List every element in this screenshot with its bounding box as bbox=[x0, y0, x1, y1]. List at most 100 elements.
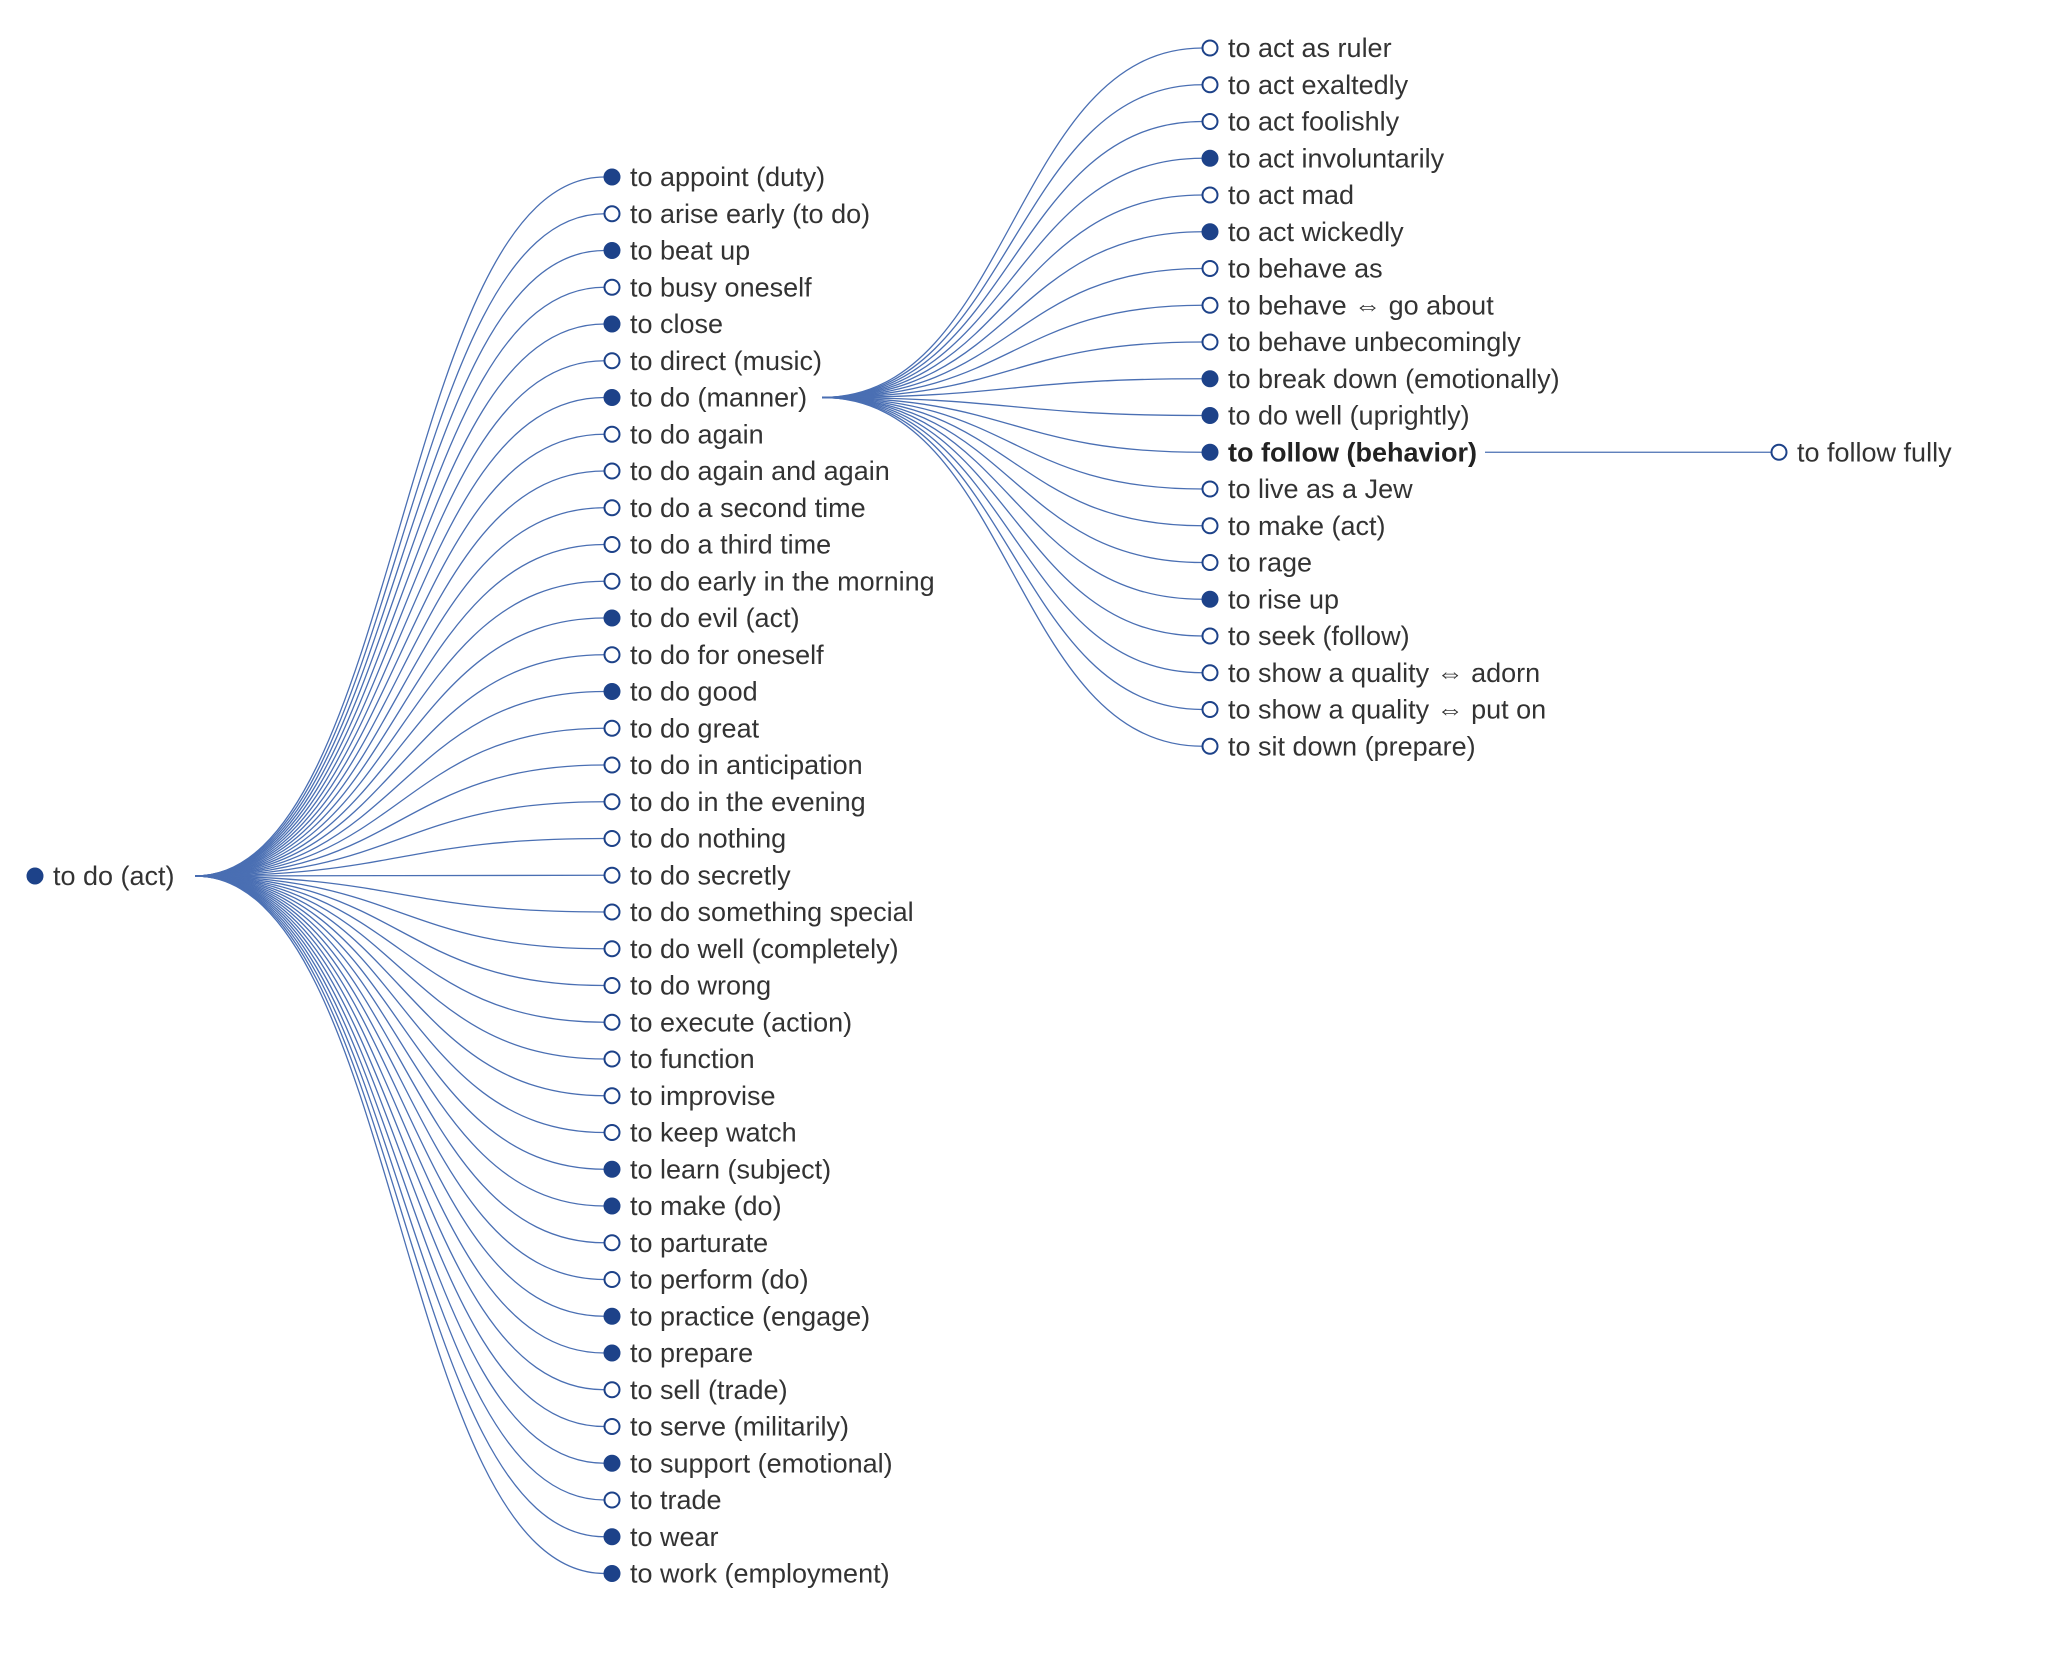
hollow-node-circle[interactable] bbox=[603, 205, 621, 223]
tree-node-to-beat-up[interactable]: to beat up bbox=[603, 236, 751, 266]
hollow-node-circle[interactable] bbox=[603, 352, 621, 370]
filled-node-circle[interactable] bbox=[1201, 443, 1219, 461]
tree-node-to-do-in-the-evening[interactable]: to do in the evening bbox=[603, 787, 866, 817]
tree-node-to-rise-up[interactable]: to rise up bbox=[1201, 584, 1340, 614]
tree-node-to-act-wickedly[interactable]: to act wickedly bbox=[1201, 217, 1405, 247]
hollow-node-circle[interactable] bbox=[1201, 186, 1219, 204]
tree-node-to-function[interactable]: to function bbox=[603, 1044, 755, 1074]
filled-node-circle[interactable] bbox=[26, 867, 44, 885]
tree-node-to-do-a-third-time[interactable]: to do a third time bbox=[603, 530, 832, 560]
tree-node-to-do-well-uprightly[interactable]: to do well (uprightly) bbox=[1201, 401, 1470, 431]
tree-node-to-do-good[interactable]: to do good bbox=[603, 677, 758, 707]
hollow-node-circle[interactable] bbox=[603, 866, 621, 884]
tree-node-to-busy-oneself[interactable]: to busy oneself bbox=[603, 272, 813, 302]
tree-node-to-seek-follow[interactable]: to seek (follow) bbox=[1201, 621, 1410, 651]
tree-node-to-act-foolishly[interactable]: to act foolishly bbox=[1201, 107, 1400, 137]
filled-node-circle[interactable] bbox=[1201, 370, 1219, 388]
tree-node-to-do-again-and-again[interactable]: to do again and again bbox=[603, 456, 890, 486]
filled-node-circle[interactable] bbox=[603, 1528, 621, 1546]
hollow-node-circle[interactable] bbox=[603, 1124, 621, 1141]
filled-node-circle[interactable] bbox=[1201, 223, 1219, 241]
hollow-node-circle[interactable] bbox=[1201, 480, 1219, 498]
tree-node-to-behave-and-go-about[interactable]: to behave ⇔ go about bbox=[1201, 290, 1495, 320]
filled-node-circle[interactable] bbox=[1201, 149, 1219, 167]
tree-node-to-show-a-quality-and-put-on[interactable]: to show a quality ⇔ put on bbox=[1201, 695, 1547, 725]
hollow-node-circle[interactable] bbox=[603, 903, 621, 921]
tree-node-to-act-mad[interactable]: to act mad bbox=[1201, 180, 1355, 210]
filled-node-circle[interactable] bbox=[603, 1197, 621, 1215]
filled-node-circle[interactable] bbox=[603, 1454, 621, 1472]
tree-node-to-arise-early-to-do[interactable]: to arise early (to do) bbox=[603, 199, 871, 229]
tree-node-to-practice-engage[interactable]: to practice (engage) bbox=[603, 1301, 871, 1331]
hollow-node-circle[interactable] bbox=[603, 1013, 621, 1031]
tree-node-to-do-act[interactable]: to do (act) bbox=[26, 861, 175, 891]
hollow-node-circle[interactable] bbox=[603, 756, 621, 774]
hollow-node-circle[interactable] bbox=[1770, 443, 1788, 461]
filled-node-circle[interactable] bbox=[603, 315, 621, 333]
tree-node-to-live-as-a-jew[interactable]: to live as a Jew bbox=[1201, 474, 1414, 504]
tree-node-to-show-a-quality-and-adorn[interactable]: to show a quality ⇔ adorn bbox=[1201, 658, 1541, 688]
hollow-node-circle[interactable] bbox=[1201, 517, 1219, 535]
tree-node-to-make-act[interactable]: to make (act) bbox=[1201, 511, 1386, 541]
tree-node-to-do-something-special[interactable]: to do something special bbox=[603, 897, 914, 927]
hollow-node-circle[interactable] bbox=[603, 1418, 621, 1435]
tree-node-to-perform-do[interactable]: to perform (do) bbox=[603, 1265, 809, 1295]
tree-node-to-do-wrong[interactable]: to do wrong bbox=[603, 971, 772, 1001]
tree-node-to-behave-unbecomingly[interactable]: to behave unbecomingly bbox=[1201, 327, 1522, 357]
tree-node-to-act-exaltedly[interactable]: to act exaltedly bbox=[1201, 70, 1409, 100]
hollow-node-circle[interactable] bbox=[1201, 627, 1219, 645]
tree-node-to-do-in-anticipation[interactable]: to do in anticipation bbox=[603, 750, 863, 780]
tree-node-to-serve-militarily[interactable]: to serve (militarily) bbox=[603, 1412, 850, 1442]
tree-node-to-do-a-second-time[interactable]: to do a second time bbox=[603, 493, 866, 523]
tree-node-to-do-for-oneself[interactable]: to do for oneself bbox=[603, 640, 825, 670]
hollow-node-circle[interactable] bbox=[1201, 701, 1219, 718]
tree-node-to-learn-subject[interactable]: to learn (subject) bbox=[603, 1154, 832, 1184]
filled-node-circle[interactable] bbox=[603, 1344, 621, 1362]
hollow-node-circle[interactable] bbox=[603, 793, 621, 811]
tree-node-to-make-do[interactable]: to make (do) bbox=[603, 1191, 782, 1221]
filled-node-circle[interactable] bbox=[603, 389, 621, 406]
hollow-node-circle[interactable] bbox=[1201, 76, 1219, 94]
tree-node-to-do-great[interactable]: to do great bbox=[603, 713, 760, 743]
filled-node-circle[interactable] bbox=[603, 168, 621, 186]
filled-node-circle[interactable] bbox=[603, 609, 621, 627]
tree-node-to-prepare[interactable]: to prepare bbox=[603, 1338, 754, 1368]
tree-node-to-keep-watch[interactable]: to keep watch bbox=[603, 1118, 797, 1148]
tree-node-to-trade[interactable]: to trade bbox=[603, 1485, 722, 1515]
hollow-node-circle[interactable] bbox=[603, 940, 621, 958]
tree-node-to-sit-down-prepare[interactable]: to sit down (prepare) bbox=[1201, 731, 1476, 761]
hollow-node-circle[interactable] bbox=[603, 719, 621, 737]
hollow-node-circle[interactable] bbox=[1201, 296, 1219, 314]
hollow-node-circle[interactable] bbox=[1201, 113, 1219, 130]
tree-node-to-follow-behavior[interactable]: to follow (behavior) bbox=[1201, 437, 1478, 467]
hollow-node-circle[interactable] bbox=[1201, 260, 1219, 277]
tree-node-to-execute-action[interactable]: to execute (action) bbox=[603, 1007, 853, 1037]
hollow-node-circle[interactable] bbox=[603, 1271, 621, 1288]
hollow-node-circle[interactable] bbox=[1201, 554, 1219, 571]
tree-node-to-do-manner[interactable]: to do (manner) bbox=[603, 383, 808, 413]
filled-node-circle[interactable] bbox=[1201, 590, 1219, 608]
hollow-node-circle[interactable] bbox=[603, 1087, 621, 1105]
tree-node-to-sell-trade[interactable]: to sell (trade) bbox=[603, 1375, 788, 1405]
hollow-node-circle[interactable] bbox=[1201, 333, 1219, 351]
tree-node-to-direct-music[interactable]: to direct (music) bbox=[603, 346, 823, 376]
tree-node-to-close[interactable]: to close bbox=[603, 309, 724, 339]
tree-node-to-behave-as[interactable]: to behave as bbox=[1201, 254, 1383, 284]
tree-node-to-do-early-in-the-morning[interactable]: to do early in the morning bbox=[603, 566, 935, 596]
filled-node-circle[interactable] bbox=[603, 1565, 621, 1582]
tree-node-to-wear[interactable]: to wear bbox=[603, 1522, 719, 1552]
hollow-node-circle[interactable] bbox=[603, 977, 621, 994]
tree-node-to-improvise[interactable]: to improvise bbox=[603, 1081, 776, 1111]
hollow-node-circle[interactable] bbox=[603, 499, 621, 517]
hollow-node-circle[interactable] bbox=[603, 278, 621, 296]
hollow-node-circle[interactable] bbox=[603, 572, 621, 590]
filled-node-circle[interactable] bbox=[1201, 407, 1219, 424]
tree-node-to-rage[interactable]: to rage bbox=[1201, 548, 1313, 578]
hollow-node-circle[interactable] bbox=[1201, 39, 1219, 57]
tree-node-to-do-evil-act[interactable]: to do evil (act) bbox=[603, 603, 800, 633]
tree-node-to-do-nothing[interactable]: to do nothing bbox=[603, 824, 787, 854]
filled-node-circle[interactable] bbox=[603, 1307, 621, 1325]
tree-node-to-do-well-completely[interactable]: to do well (completely) bbox=[603, 934, 899, 964]
tree-node-to-support-emotional[interactable]: to support (emotional) bbox=[603, 1448, 893, 1478]
tree-node-to-parturate[interactable]: to parturate bbox=[603, 1228, 769, 1258]
